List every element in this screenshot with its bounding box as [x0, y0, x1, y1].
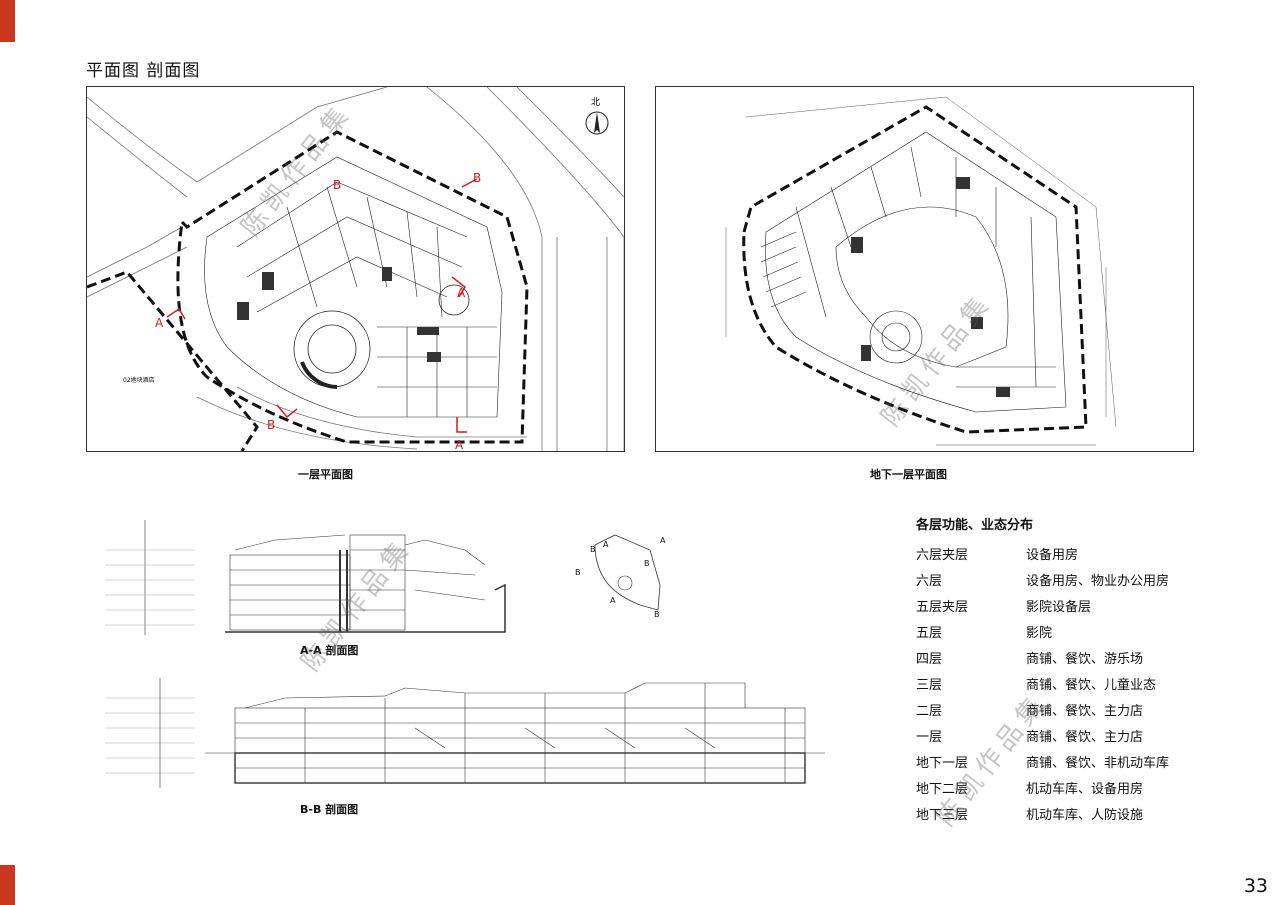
function-row: 三层 商铺、餐饮、儿童业态	[916, 670, 1169, 696]
floor-name: 五层	[916, 625, 943, 641]
section-bb-caption: B-B 剖面图	[300, 803, 359, 816]
section-aa-drawing	[105, 520, 506, 635]
svg-text:北: 北	[591, 97, 600, 108]
svg-text:B: B	[590, 545, 596, 554]
floor-name: 地下一层	[916, 755, 969, 771]
basement-floor-drawing	[725, 96, 1117, 446]
section-marks: A A A B B B	[155, 171, 481, 451]
north-arrow: 北	[585, 97, 609, 135]
function-row: 四层 商铺、餐饮、游乐场	[916, 644, 1169, 670]
svg-text:A: A	[610, 596, 616, 605]
floor-use: 商铺、餐饮、非机动车库	[1026, 755, 1170, 771]
section-key-plan: A A B B B B A	[575, 534, 666, 619]
floor-name: 六层	[916, 573, 943, 589]
svg-text:A: A	[155, 316, 164, 330]
floor-name: 二层	[916, 703, 943, 719]
svg-text:B: B	[333, 178, 341, 192]
function-table: 六层夹层 设备用房 六层 设备用房、物业办公用房 五层夹层 影院设备层 五层 影院 四层…	[916, 540, 1169, 826]
svg-text:B: B	[575, 568, 581, 577]
floor-use: 商铺、餐饮、主力店	[1026, 729, 1144, 745]
floor-name: 五层夹层	[916, 599, 969, 615]
floor-name: 一层	[916, 729, 943, 745]
svg-text:A: A	[603, 540, 609, 549]
function-row: 地下二层 机动车库、设备用房	[916, 774, 1169, 800]
accent-bar-bottom	[0, 865, 15, 905]
svg-text:B: B	[267, 418, 275, 432]
floor-use: 商铺、餐饮、主力店	[1026, 703, 1144, 719]
floor-use: 设备用房、物业办公用房	[1026, 573, 1170, 589]
floor-name: 三层	[916, 677, 943, 693]
function-row: 五层 影院	[916, 618, 1169, 644]
floor-use: 设备用房	[1026, 547, 1079, 563]
accent-bar-top	[0, 0, 15, 42]
basement-floor-caption: 地下一层平面图	[870, 468, 947, 481]
hotel-label: 02地块酒店	[123, 376, 155, 384]
function-row: 二层 商铺、餐饮、主力店	[916, 696, 1169, 722]
floor-use: 商铺、餐饮、儿童业态	[1026, 677, 1157, 693]
function-row: 地下一层 商铺、餐饮、非机动车库	[916, 748, 1169, 774]
function-row: 六层 设备用房、物业办公用房	[916, 566, 1169, 592]
svg-text:B: B	[473, 171, 481, 185]
page-title: 平面图 剖面图	[86, 61, 201, 81]
function-row: 地下三层 机动车库、人防设施	[916, 800, 1169, 826]
function-row: 一层 商铺、餐饮、主力店	[916, 722, 1169, 748]
floor-use: 机动车库、人防设施	[1026, 807, 1144, 823]
svg-text:B: B	[654, 610, 660, 619]
svg-text:A: A	[660, 536, 666, 545]
section-aa-caption: A-A 剖面图	[300, 644, 359, 657]
ground-floor-drawing: 北 02地块酒店 A A A B B B	[87, 87, 624, 451]
function-table-title: 各层功能、业态分布	[916, 518, 1034, 533]
section-bb-drawing	[105, 678, 825, 788]
floor-use: 影院设备层	[1026, 599, 1092, 615]
svg-text:A: A	[455, 438, 464, 451]
ground-floor-caption: 一层平面图	[298, 468, 353, 481]
floor-use: 影院	[1026, 625, 1053, 641]
floor-name: 地下二层	[916, 781, 969, 797]
function-row: 五层夹层 影院设备层	[916, 592, 1169, 618]
svg-text:B: B	[644, 559, 650, 568]
ground-floor-plan: 北 02地块酒店 A A A B B B	[86, 86, 625, 452]
floor-use: 商铺、餐饮、游乐场	[1026, 651, 1144, 667]
function-row: 六层夹层 设备用房	[916, 540, 1169, 566]
floor-use: 机动车库、设备用房	[1026, 781, 1144, 797]
page-number: 33	[1243, 875, 1268, 897]
floor-name: 六层夹层	[916, 547, 969, 563]
floor-name: 地下三层	[916, 807, 969, 823]
floor-name: 四层	[916, 651, 943, 667]
basement-floor-plan	[655, 86, 1194, 452]
